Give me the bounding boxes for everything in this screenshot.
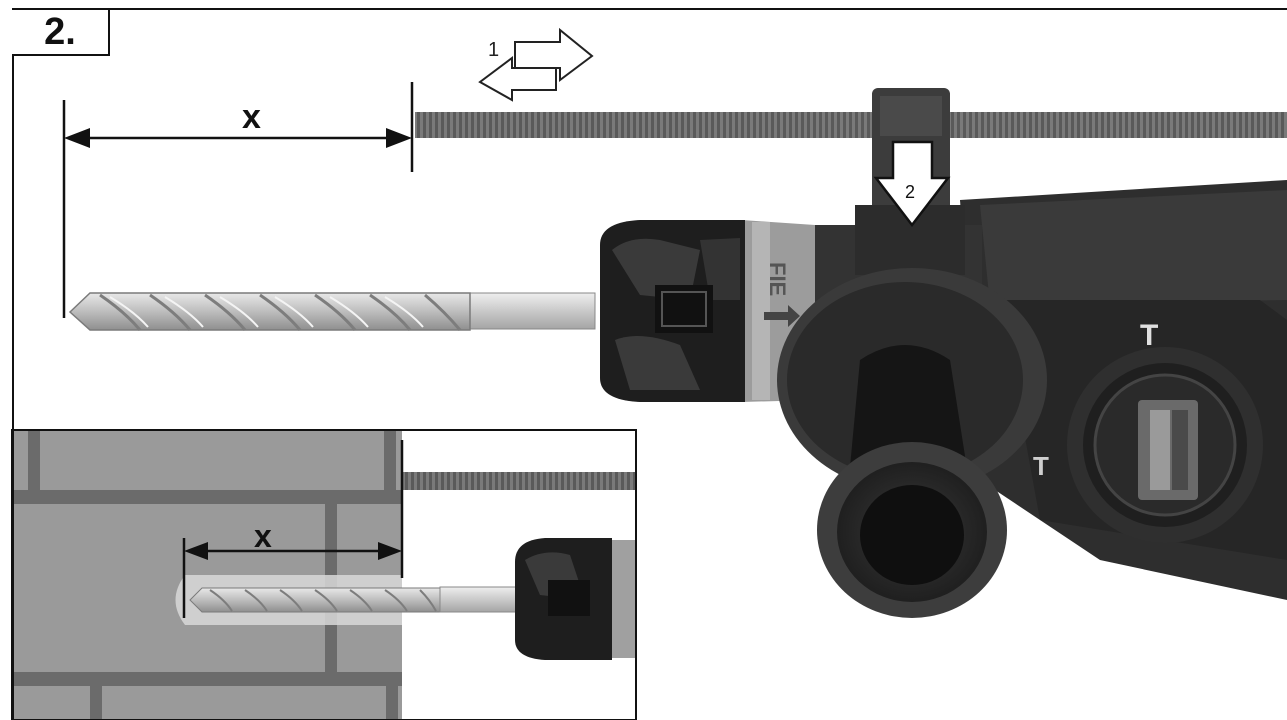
svg-text:FIE: FIE — [765, 262, 790, 296]
slide-arrows — [478, 27, 594, 102]
mode-selector-knob — [1067, 347, 1263, 543]
depth-stop-rod — [415, 112, 1287, 138]
drill-bit — [68, 292, 471, 331]
slide-callout-number: 1 — [488, 39, 499, 61]
side-handle — [777, 268, 1047, 618]
selector-side-mark: T — [1033, 451, 1049, 481]
selector-top-mark: T — [1140, 319, 1158, 352]
inset-wall-view — [12, 430, 636, 720]
lock-callout-number: 2 — [905, 182, 915, 202]
depth-label: x — [242, 98, 261, 136]
inset-depth-label: x — [254, 518, 272, 554]
inset-depth-dimension — [182, 440, 404, 618]
chuck — [600, 220, 745, 402]
drill-bit-shank — [469, 292, 596, 330]
step-number-label: 2. — [12, 10, 110, 56]
lock-down-arrow — [873, 140, 951, 228]
depth-dimension — [62, 82, 414, 318]
